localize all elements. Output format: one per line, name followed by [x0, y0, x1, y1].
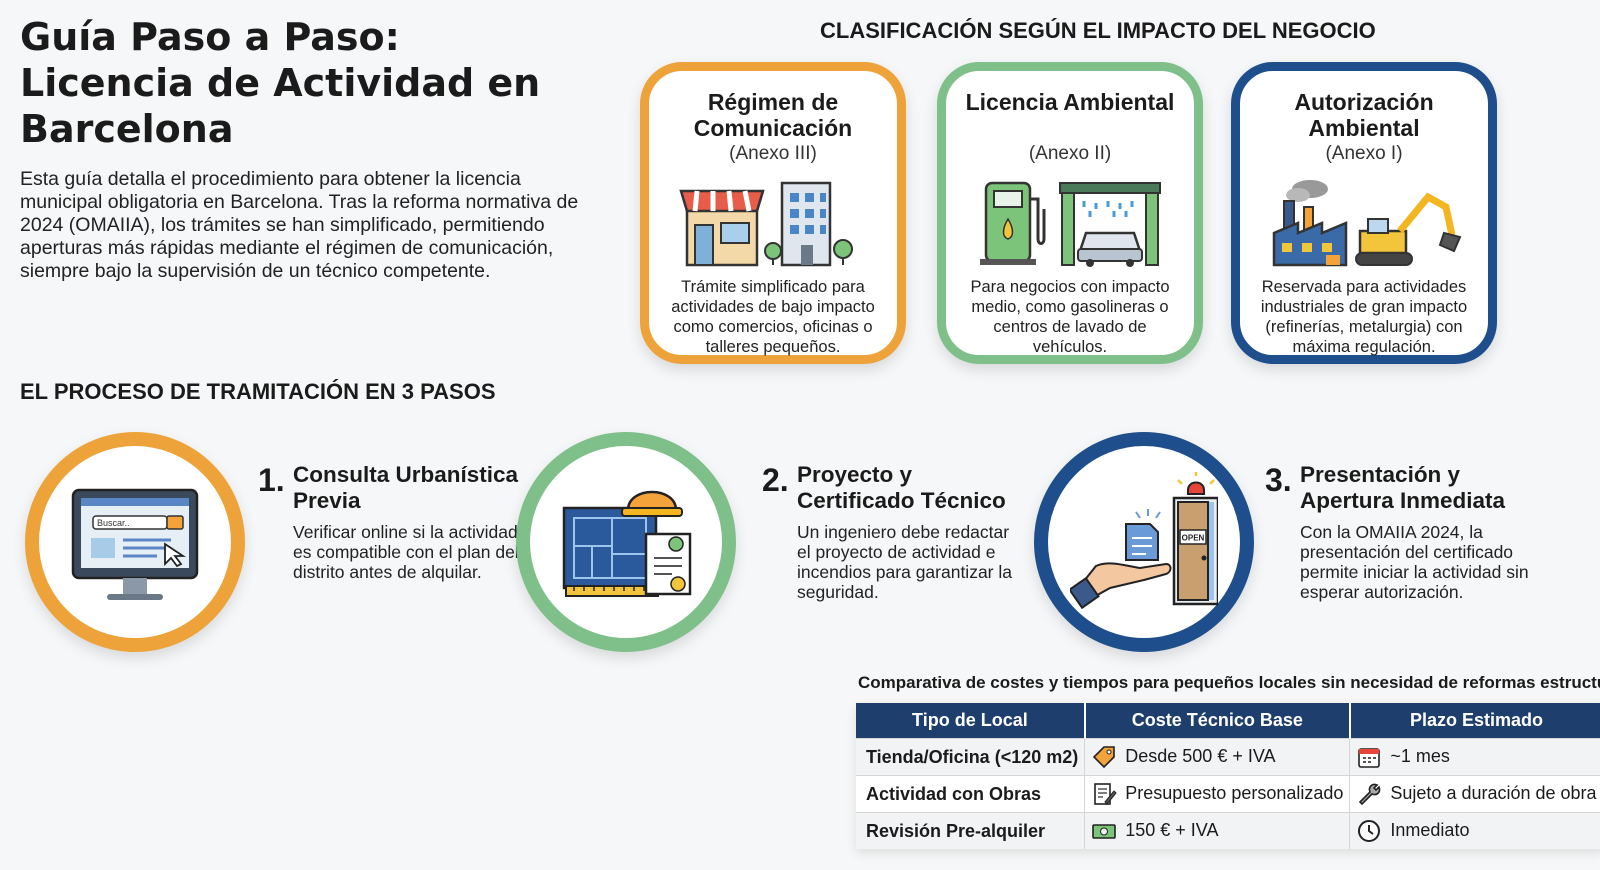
cost-comparison-table: Tipo de Local Coste Técnico Base Plazo E…: [856, 703, 1600, 849]
step-2-description: Un ingeniero debe redactar el proyecto d…: [797, 522, 1012, 602]
cell-cost: Presupuesto personalizado: [1084, 775, 1351, 813]
process-heading: EL PROCESO DE TRAMITACIÓN EN 3 PASOS: [20, 379, 496, 404]
card-subtitle: (Anexo I): [1325, 143, 1403, 164]
cell-type: Actividad con Obras: [856, 775, 1086, 813]
open-sign: OPEN: [1182, 534, 1205, 543]
table-row: Actividad con Obras Presupuesto personal…: [856, 775, 1600, 813]
card-regimen-comunicacion: Régimen de Comunicación (Anexo III) Trám…: [640, 62, 906, 364]
wrench-icon: [1359, 783, 1381, 806]
clock-icon: [1358, 820, 1381, 842]
blueprint-helmet-certificate-icon: [562, 490, 692, 597]
money-icon: [1092, 824, 1117, 839]
card-description: Reservada para actividades industriales …: [1260, 278, 1468, 356]
cell-cost-text: 150 € + IVA: [1125, 819, 1219, 840]
factory-icon: [1272, 180, 1348, 267]
factory-and-excavator-icons: [1272, 180, 1462, 267]
card-description: Trámite simplificado para actividades de…: [671, 278, 875, 356]
fuel-pump-and-car-wash-icons: [980, 181, 1161, 267]
step-1-number: 1.: [258, 462, 285, 498]
card-autorizacion-ambiental: Autorización Ambiental (Anexo I) Reserva…: [1231, 62, 1497, 364]
step-1-description: Verificar online si la actividad es comp…: [293, 522, 519, 582]
table-row: Tienda/Oficina (<120 m2) Desde 500 € + I…: [856, 738, 1600, 776]
cell-cost: 150 € + IVA: [1084, 812, 1351, 849]
fuel-pump-icon: [980, 181, 1046, 265]
office-building-icon: [764, 181, 853, 267]
price-tag-icon: [1093, 746, 1116, 769]
step-3-number: 3.: [1265, 462, 1292, 498]
document-edit-icon: [1094, 783, 1117, 805]
step-1-circle: Buscar..: [25, 432, 245, 652]
cell-time: Inmediato: [1349, 812, 1600, 849]
card-title: Licencia Ambiental: [965, 89, 1175, 115]
intro-paragraph: Esta guía detalla el procedimiento para …: [20, 168, 579, 282]
classification-heading: CLASIFICACIÓN SEGÚN EL IMPACTO DEL NEGOC…: [820, 18, 1376, 43]
table-row: Revisión Pre-alquiler 150 € + IVA Inmedi…: [856, 812, 1600, 849]
step-2-number: 2.: [762, 462, 789, 498]
store-icon: [679, 189, 765, 267]
cell-type: Tienda/Oficina (<120 m2): [856, 738, 1086, 776]
header-coste: Coste Técnico Base: [1084, 703, 1351, 739]
calendar-icon: [1358, 748, 1381, 768]
page-title: Guía Paso a Paso: Licencia de Actividad …: [20, 15, 541, 151]
cell-cost-text: Presupuesto personalizado: [1125, 782, 1344, 803]
step-2-title: Proyecto y Certificado Técnico: [797, 462, 1006, 513]
hand-document-open-door-icon: OPEN: [1070, 472, 1218, 610]
cell-time: ~1 mes: [1349, 738, 1600, 776]
card-title: Régimen de Comunicación: [693, 89, 853, 141]
card-title: Autorización Ambiental: [1294, 89, 1434, 141]
excavator-icon: [1355, 192, 1462, 266]
cell-cost-text: Desde 500 € + IVA: [1125, 745, 1276, 766]
cell-time-text: Inmediato: [1390, 819, 1470, 840]
step-2-circle: [516, 432, 736, 652]
card-description: Para negocios con impacto medio, como ga…: [970, 278, 1170, 356]
cell-type: Revisión Pre-alquiler: [856, 812, 1086, 849]
card-subtitle: (Anexo III): [729, 143, 817, 164]
cell-time: Sujeto a duración de obra: [1349, 775, 1600, 813]
step-3-description: Con la OMAIIA 2024, la presentación del …: [1300, 522, 1529, 602]
car-wash-icon: [1059, 182, 1161, 267]
step-3-circle: OPEN: [1034, 432, 1254, 652]
cell-cost: Desde 500 € + IVA: [1084, 738, 1351, 776]
card-licencia-ambiental: Licencia Ambiental (Anexo II) Para negoc…: [937, 62, 1203, 364]
card-subtitle: (Anexo II): [1028, 143, 1112, 164]
header-tipo-local: Tipo de Local: [856, 703, 1086, 739]
cell-time-text: Sujeto a duración de obra: [1390, 782, 1597, 803]
store-and-office-icons: [679, 181, 853, 267]
step-3-title: Presentación y Apertura Inmediata: [1300, 462, 1506, 513]
computer-search-icon: Buscar..: [71, 488, 199, 600]
search-placeholder: Buscar..: [97, 518, 130, 528]
table-caption: Comparativa de costes y tiempos para peq…: [858, 673, 1600, 692]
step-1-title: Consulta Urbanística Previa: [293, 462, 519, 513]
header-plazo: Plazo Estimado: [1349, 703, 1600, 739]
table-header-row: Tipo de Local Coste Técnico Base Plazo E…: [856, 703, 1600, 739]
cell-time-text: ~1 mes: [1390, 745, 1450, 766]
